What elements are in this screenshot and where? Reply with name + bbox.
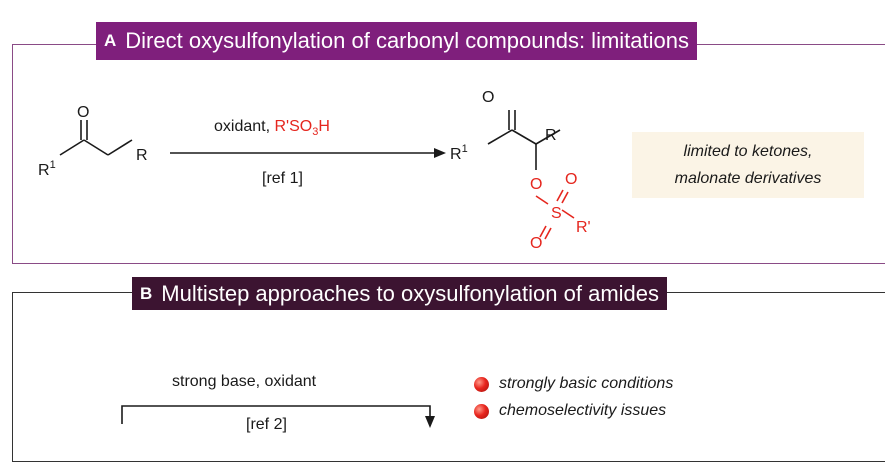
limitation-note: limited to ketones, malonate derivatives — [632, 132, 864, 198]
panel-a-header: A Direct oxysulfonylation of carbonyl co… — [96, 22, 697, 60]
panel-a-letter: A — [104, 31, 117, 50]
reaction-arrow-a — [170, 148, 446, 158]
limitation-bullet: chemoselectivity issues — [474, 402, 666, 420]
reference-label-b: [ref 2] — [246, 416, 287, 433]
sm-r-label: R — [136, 147, 148, 164]
product-sulfonyl-oxygen-bottom: O — [530, 235, 542, 252]
panel-b-header: B Multistep approaches to oxysulfonylati… — [132, 277, 667, 310]
reagent-label-a: oxidant, R'SO3H — [214, 118, 330, 139]
product-r-label: R — [545, 127, 557, 144]
red-bullet-icon — [474, 403, 489, 419]
panel-b-title: Multistep approaches to oxysulfonylation… — [161, 280, 659, 306]
panel-b-letter: B — [140, 283, 153, 303]
product-molecule — [487, 110, 561, 170]
product-sulfonyl-oxygen-top: O — [565, 171, 577, 188]
sulfonyl-group — [535, 189, 575, 240]
starting-ketone — [59, 120, 133, 156]
reagent-label-b: strong base, oxidant — [172, 373, 317, 390]
red-bullet-icon — [474, 376, 489, 392]
product-sulfur: S — [551, 205, 562, 222]
reference-label-a: [ref 1] — [262, 170, 303, 187]
limitation-bullet: strongly basic conditions — [474, 375, 673, 393]
product-link-oxygen: O — [530, 176, 542, 193]
product-carbonyl-oxygen: O — [482, 89, 494, 106]
product-rprime-label: R' — [576, 219, 591, 236]
panel-a-title: Direct oxysulfonylation of carbonyl comp… — [125, 28, 689, 53]
note-line-2: malonate derivatives — [674, 170, 822, 187]
sm-carbonyl-oxygen: O — [77, 104, 89, 121]
reaction-arrow-b — [121, 405, 435, 428]
note-line-1: limited to ketones, — [683, 143, 813, 160]
reaction-scheme: O R1 R O R1 R O S O O R' — [38, 89, 591, 428]
sm-r1-label: R1 — [38, 159, 56, 179]
product-r1-label: R1 — [450, 143, 468, 163]
